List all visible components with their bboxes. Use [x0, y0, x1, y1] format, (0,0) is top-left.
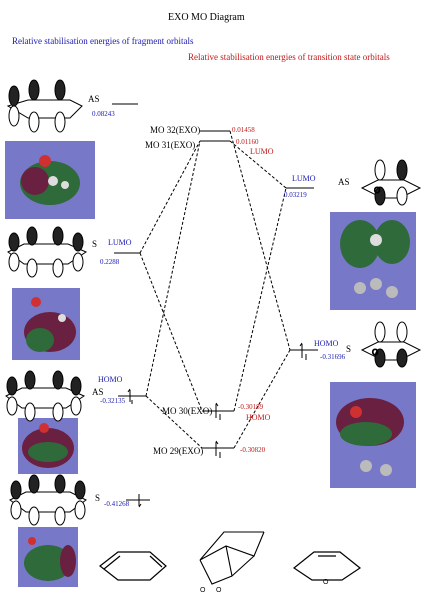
svg-text:O: O	[200, 587, 206, 594]
mo29-energy: -0.30820	[240, 446, 266, 454]
mo31-label: MO 31(EXO)	[145, 140, 196, 150]
lumo-left-tag: LUMO	[108, 238, 132, 247]
homo-right-energy: -0.31696	[320, 353, 346, 361]
svg-text:O: O	[216, 587, 222, 594]
low-left-energy: -0.41268	[104, 500, 130, 508]
svg-text:O: O	[374, 186, 380, 195]
diagram-title: EXO MO Diagram	[168, 12, 245, 23]
orbital-lobes-icon	[5, 370, 86, 422]
homo-right-sym: S	[346, 344, 352, 354]
orbital-render-right-2	[330, 382, 416, 488]
fragment-header: Relative stabilisation energies of fragm…	[12, 36, 194, 46]
bicyclic-adduct-icon: O O	[199, 531, 265, 594]
mo32-energy: 0.01458	[232, 126, 255, 134]
orbital-render-left-3	[18, 418, 78, 474]
orbital-lobes-icon	[7, 226, 88, 278]
orbital-lobes-icon	[9, 474, 87, 526]
mo31-tag: LUMO	[250, 147, 274, 156]
orbital-lobes-icon	[6, 79, 83, 133]
correlation-lines	[139, 130, 291, 449]
mo29-label: MO 29(EXO)	[153, 446, 204, 456]
energy-levels	[112, 103, 318, 501]
mo30-label: MO 30(EXO)	[162, 406, 213, 416]
homo-left-energy: -0.32135	[100, 397, 126, 405]
svg-text:O: O	[372, 348, 378, 357]
lumo-right-sym: AS	[338, 177, 350, 187]
orbital-render-right-1	[330, 212, 416, 310]
orbital-render-left-1	[5, 141, 95, 219]
lumo-right-energy: 0.03219	[284, 191, 307, 199]
lumo-left-sym: S	[92, 239, 98, 249]
mo30-energy: -0.30189	[238, 403, 264, 411]
as-top-energy: 0.08243	[92, 110, 115, 118]
homo-left-tag: HOMO	[98, 375, 123, 384]
lumo-left-energy: 0.2288	[100, 258, 120, 266]
orbital-lobes-icon: O	[360, 321, 422, 368]
orbital-render-left-4	[18, 527, 78, 587]
homo-left-sym: AS	[92, 387, 104, 397]
cyclohexadiene-icon	[99, 551, 167, 581]
svg-text:O: O	[323, 579, 329, 586]
mo32-label: MO 32(EXO)	[150, 125, 201, 135]
lumo-right-tag: LUMO	[292, 174, 316, 183]
electron-arrows	[127, 342, 307, 508]
mo30-tag: HOMO	[246, 413, 271, 422]
low-left-sym: S	[95, 493, 101, 503]
dihydrofuran-icon: O	[292, 551, 362, 586]
orbital-lobes-icon: O	[360, 159, 422, 206]
ts-header: Relative stabilisation energies of trans…	[188, 52, 390, 62]
orbital-render-left-2	[12, 288, 80, 360]
mo31-energy: 0.01160	[236, 138, 259, 146]
as-top-label: AS	[88, 94, 100, 104]
homo-right-tag: HOMO	[314, 339, 339, 348]
